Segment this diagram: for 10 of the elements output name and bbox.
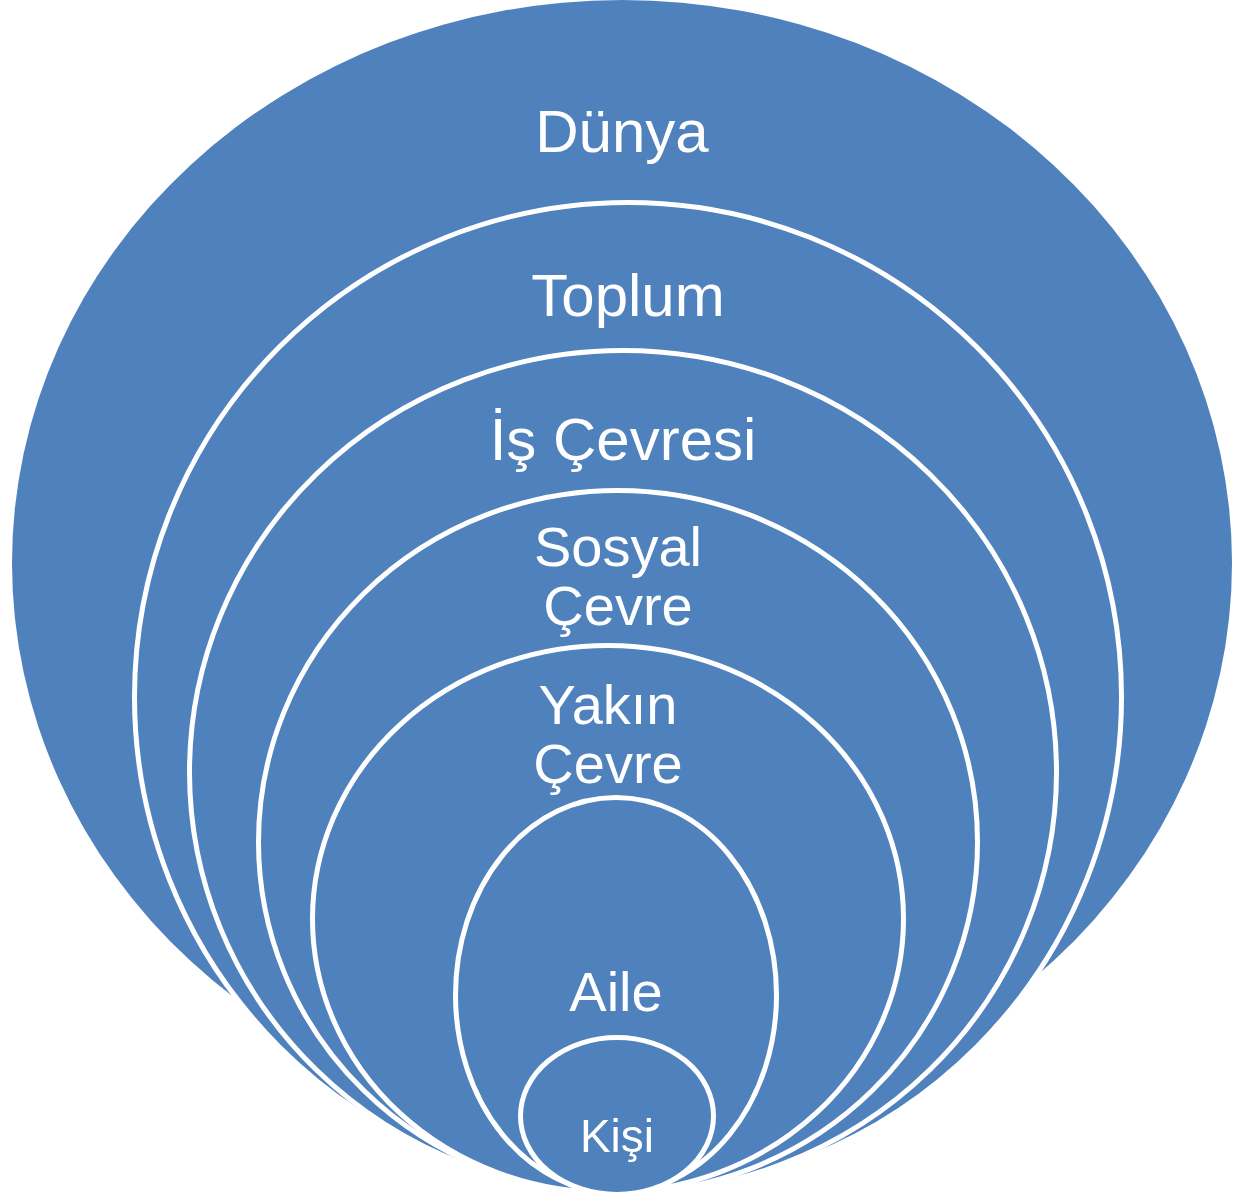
ellipse-node (453, 795, 779, 1195)
ellipse-node (132, 200, 1124, 1194)
ellipse-node (310, 643, 906, 1195)
circle-label: Sosyal Çevre (532, 518, 704, 636)
circle-label: İş Çevresi (488, 408, 758, 471)
circle-label: Kişi (578, 1112, 656, 1161)
circle-label: Aile (568, 963, 664, 1022)
circle-label: Toplum (530, 264, 726, 327)
circle-label: Dünya (534, 100, 710, 163)
circle-label: Yakın Çevre (532, 676, 684, 794)
